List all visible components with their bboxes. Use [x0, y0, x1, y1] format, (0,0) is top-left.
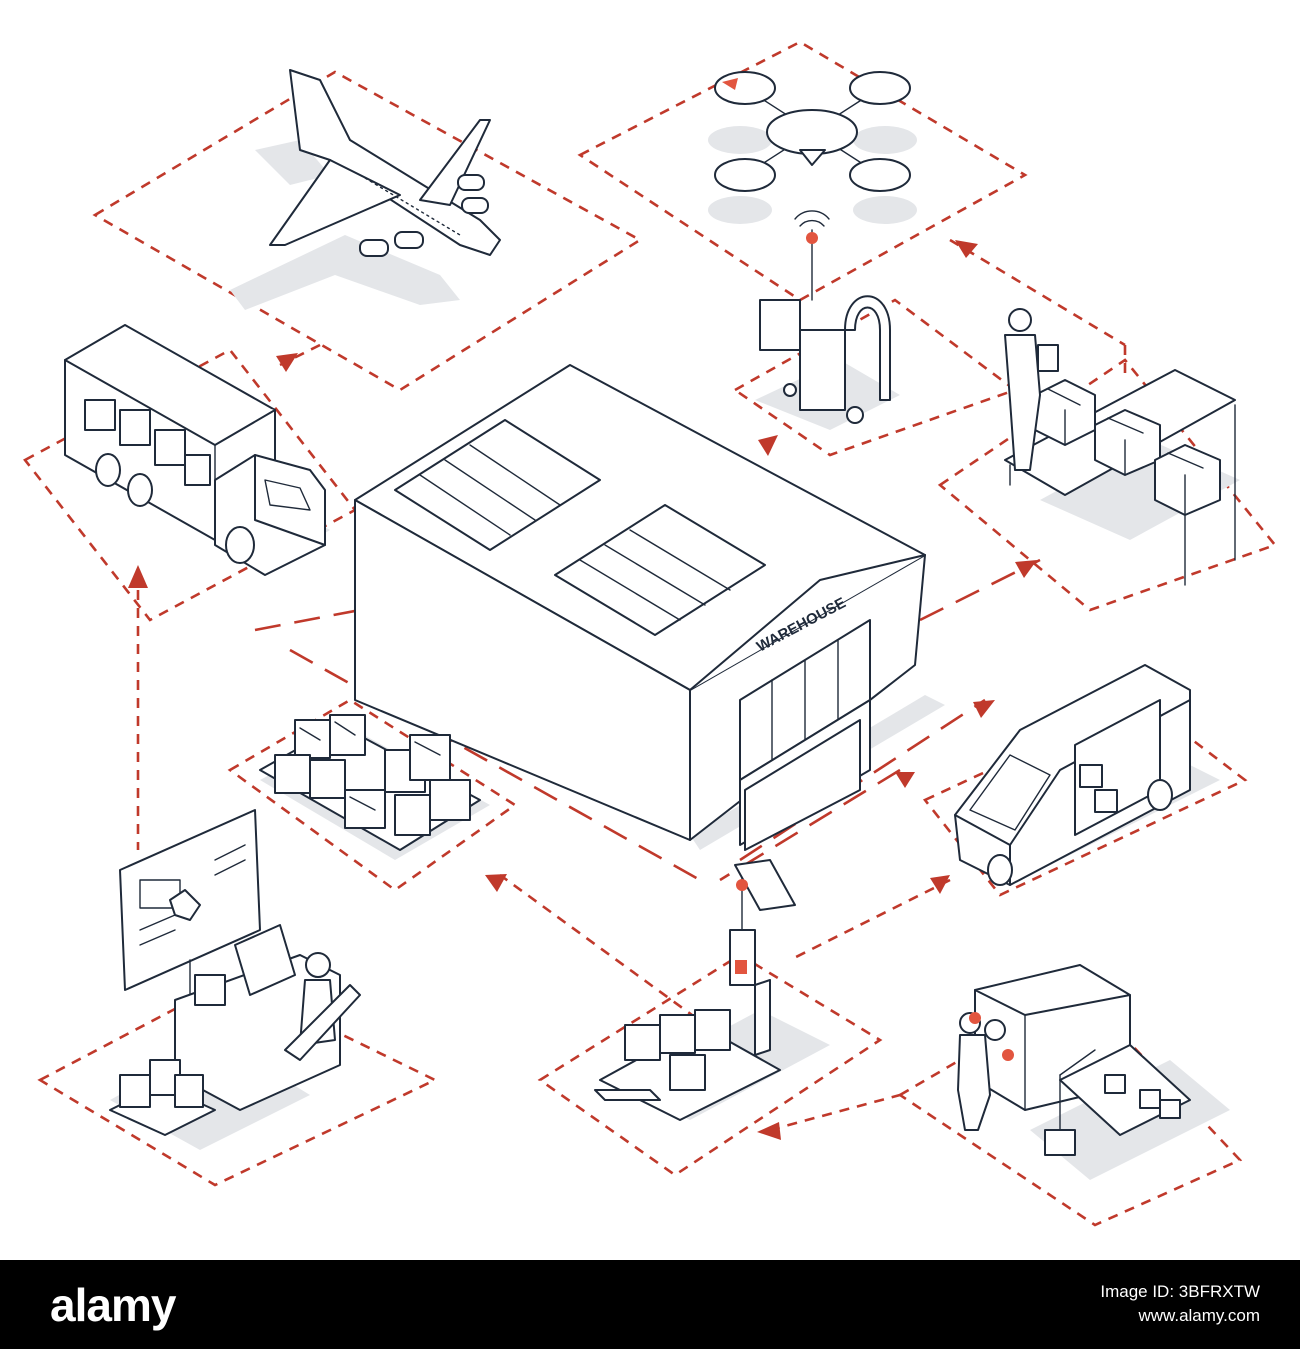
arrow-to-rfid [758, 435, 778, 456]
drone-icon [708, 71, 917, 224]
flow-connectors [136, 238, 1127, 1132]
alamy-logo: alamy [50, 1279, 176, 1331]
image-id-text: Image ID: 3BFRXTW [1100, 1282, 1260, 1301]
package-box-3 [1154, 444, 1221, 516]
arrow-to-airplane [276, 353, 298, 372]
footer-meta: Image ID: 3BFRXTW www.alamy.com [1100, 1280, 1260, 1328]
arrow-robot-to-jack [757, 1122, 781, 1140]
worker-packing-icon [1004, 308, 1240, 586]
logistics-diagram: WAREHOUSE [23, 40, 1278, 1227]
desk-box-pallet [109, 1059, 216, 1136]
skylight-right [554, 504, 766, 636]
truck-icon [64, 324, 330, 576]
pallet-boxes-icon [259, 714, 490, 860]
arrow-to-drone [955, 240, 978, 258]
arrow-to-pallets [485, 874, 507, 892]
arrow-jack-to-van [930, 875, 950, 894]
package-box-2 [1094, 409, 1161, 476]
zone-van [922, 698, 1248, 897]
stock-footer: alamy Image ID: 3BFRXTW www.alamy.com [0, 1260, 1300, 1349]
zone-jack [537, 953, 883, 1177]
warehouse-icon: WAREHOUSE [354, 364, 945, 851]
zone-drone [577, 40, 1028, 302]
truck-cargo-boxes [84, 399, 211, 486]
package-box-1 [1034, 379, 1096, 446]
arrow-up-to-truck [128, 565, 148, 588]
zone-robot [897, 988, 1243, 1227]
zone-airplane [92, 70, 643, 392]
robotic-arm-conveyor-icon [957, 964, 1230, 1180]
site-url-text: www.alamy.com [1138, 1306, 1260, 1325]
rfid-forklift-icon [755, 210, 900, 430]
airplane-icon [230, 69, 501, 310]
computer-desk-icon [109, 809, 361, 1150]
dashboard-screen [139, 844, 246, 946]
van-icon [954, 664, 1220, 886]
arrow-to-packing [1015, 560, 1037, 578]
pallet-jack-icon [594, 859, 830, 1121]
arrow-to-van [973, 700, 995, 718]
jack-box-stack [624, 1009, 731, 1091]
flow-arrows [128, 240, 1037, 1140]
arrow-from-van [895, 772, 915, 788]
skylight-left [394, 419, 601, 551]
